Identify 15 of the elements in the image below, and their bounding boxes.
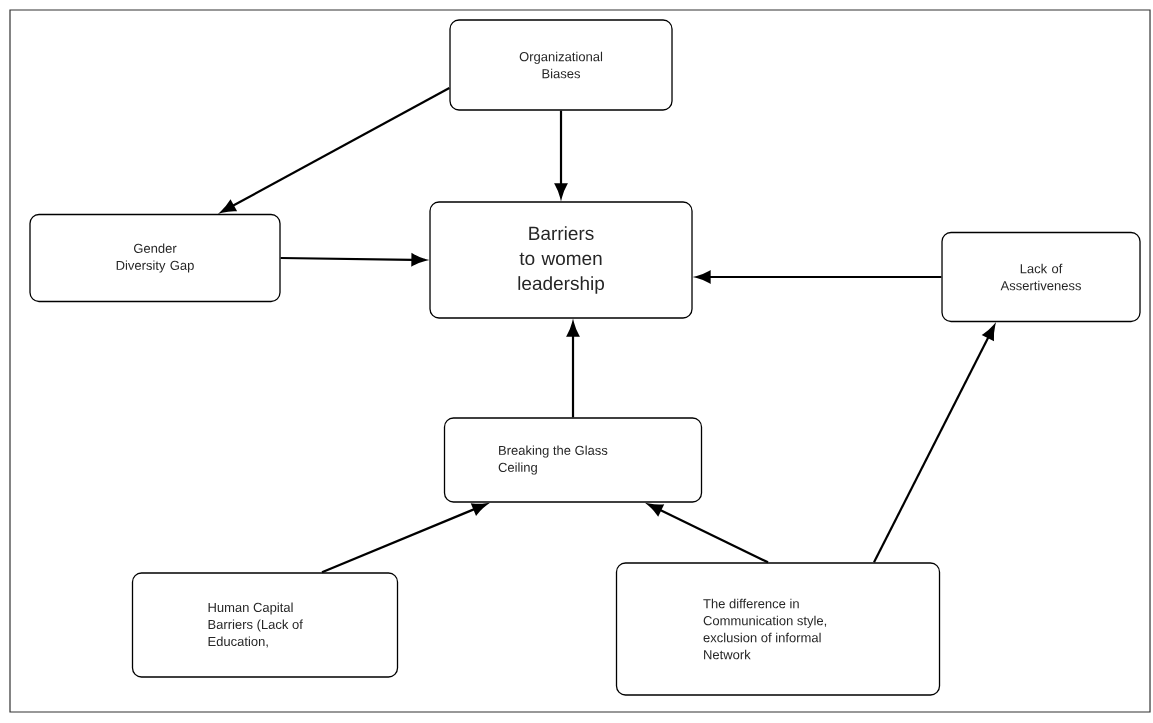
- arrow: [321, 503, 488, 574]
- concept-box: The difference in Communication style, exclusion of informal Network: [615, 562, 941, 696]
- arrow: [220, 87, 450, 213]
- arrow: [554, 110, 568, 199]
- arrow: [566, 321, 580, 418]
- arrow: [873, 324, 996, 563]
- concept-box: Human Capital Barriers (Lack of Education,: [131, 572, 399, 678]
- concept-box: Barriers to women leadership: [429, 201, 693, 319]
- arrow: [647, 503, 769, 564]
- arrow: [280, 253, 427, 266]
- concept-box: Lack of Assertiveness: [941, 231, 1141, 323]
- concept-box: Breaking the Glass Ceiling: [443, 417, 703, 503]
- concept-box: Gender Diversity Gap: [29, 213, 281, 303]
- concept-box: Organizational Biases: [449, 19, 673, 111]
- arrow: [695, 270, 942, 284]
